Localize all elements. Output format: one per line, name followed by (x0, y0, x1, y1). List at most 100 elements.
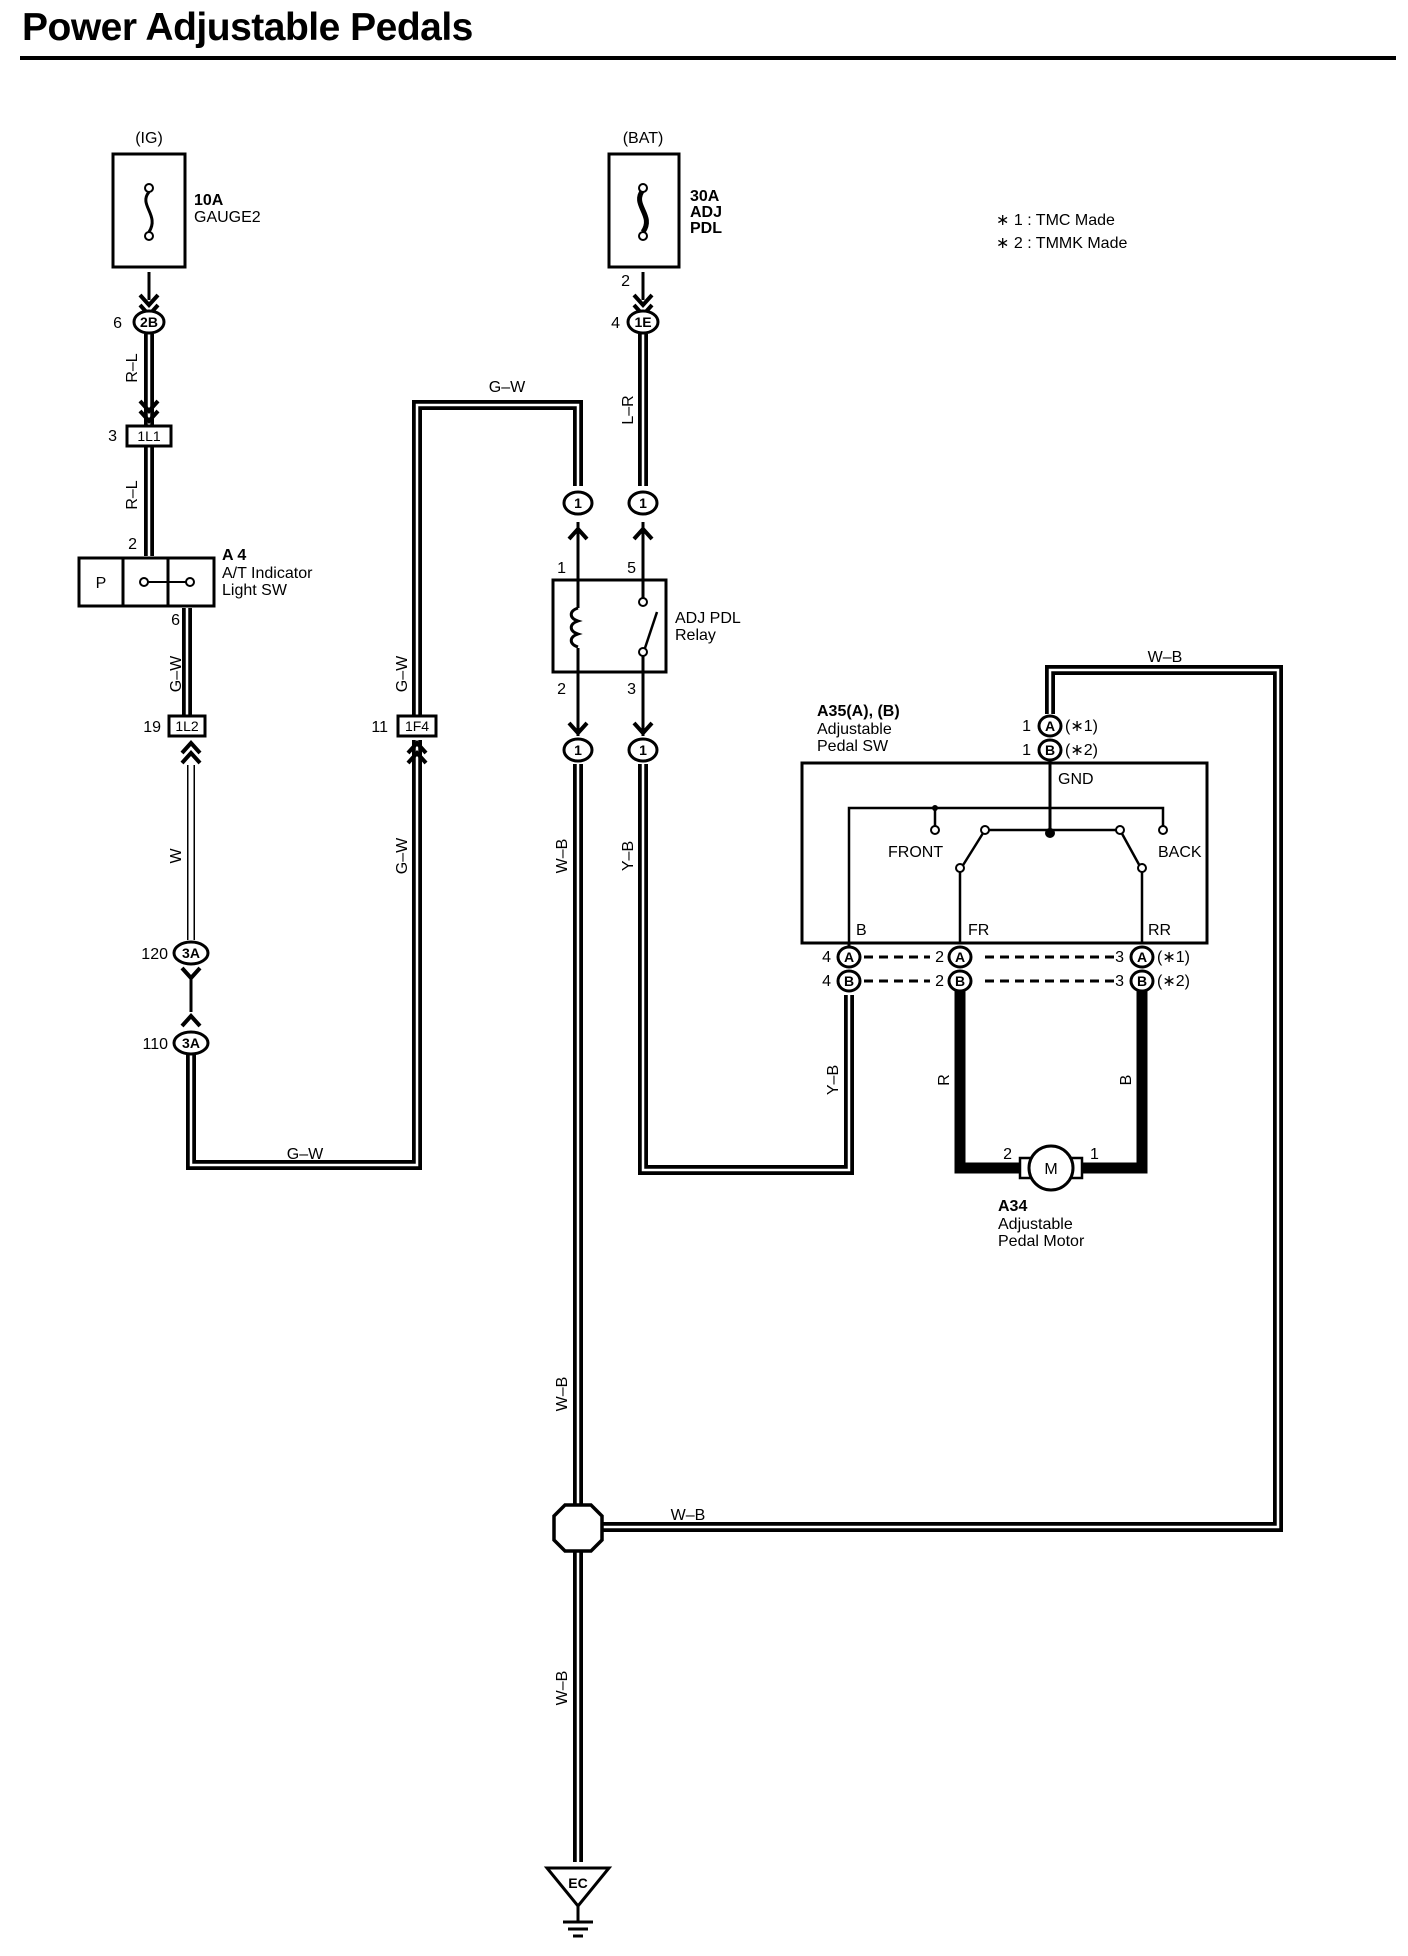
svg-text:110: 110 (142, 1036, 168, 1053)
svg-text:Y–B: Y–B (620, 841, 637, 871)
svg-text:A: A (844, 949, 854, 965)
svg-text:R–L: R–L (124, 480, 141, 509)
svg-text:2: 2 (557, 681, 566, 698)
svg-text:3: 3 (1115, 949, 1124, 966)
ground-ec-symbol: EC (543, 1866, 613, 1938)
svg-text:B: B (844, 973, 854, 989)
connector-1L1: 1L1 3 (108, 399, 173, 448)
title-rule (20, 56, 1396, 60)
svg-text:EC: EC (568, 1875, 587, 1891)
svg-text:3: 3 (1115, 973, 1124, 990)
connector-1E: 1E 4 2 (611, 273, 660, 335)
svg-text:P: P (96, 575, 107, 592)
svg-text:Pedal SW: Pedal SW (817, 738, 889, 755)
svg-text:G–W: G–W (489, 379, 526, 396)
svg-text:B: B (856, 922, 867, 939)
svg-text:2: 2 (128, 536, 137, 553)
svg-text:GND: GND (1058, 771, 1094, 788)
a35-adjustable-pedal-switch: A35(A), (B) Adjustable Pedal SW 1 A (∗1)… (800, 703, 1209, 993)
svg-text:6: 6 (171, 612, 180, 629)
connector-relay-in-left: 1 (562, 490, 594, 541)
svg-text:A/T Indicator: A/T Indicator (222, 565, 313, 582)
svg-text:1: 1 (1022, 742, 1031, 759)
svg-text:Light SW: Light SW (222, 582, 288, 599)
svg-text:5: 5 (627, 560, 636, 577)
svg-text:G–W: G–W (394, 655, 411, 692)
svg-text:A35(A), (B): A35(A), (B) (817, 703, 900, 720)
svg-text:1: 1 (639, 495, 647, 511)
connector-3A-110: 3A 110 (142, 978, 210, 1056)
svg-text:6: 6 (113, 315, 122, 332)
wire-gw-loop (186, 740, 422, 1170)
svg-text:(∗1): (∗1) (1157, 949, 1190, 966)
wire-r (954, 990, 1028, 1174)
svg-text:(BAT): (BAT) (623, 130, 664, 147)
svg-text:B: B (1137, 973, 1147, 989)
wire-gw-top (412, 400, 583, 722)
svg-text:Y–B: Y–B (825, 1065, 842, 1095)
svg-text:G–W: G–W (287, 1146, 324, 1163)
connector-relay-out-left: 1 (562, 721, 594, 763)
svg-text:W–B: W–B (1148, 649, 1183, 666)
svg-text:4: 4 (822, 973, 831, 990)
svg-text:(∗1): (∗1) (1065, 718, 1098, 735)
svg-text:ADJ: ADJ (690, 204, 722, 221)
svg-text:G–W: G–W (394, 837, 411, 874)
svg-text:Relay: Relay (675, 627, 716, 644)
svg-text:3A: 3A (182, 945, 200, 961)
svg-text:1: 1 (557, 560, 566, 577)
svg-text:W: W (168, 848, 185, 864)
svg-text:11: 11 (371, 719, 388, 736)
connector-1F4: 1F4 11 (371, 714, 438, 765)
svg-text:2B: 2B (140, 314, 158, 330)
svg-text:30A: 30A (690, 188, 720, 205)
svg-text:B: B (1118, 1075, 1135, 1086)
svg-text:L–R: L–R (620, 395, 637, 424)
page-title: Power Adjustable Pedals (22, 6, 473, 49)
connector-2B: 2B 6 (113, 293, 166, 335)
svg-text:2: 2 (935, 949, 944, 966)
svg-text:FRONT: FRONT (888, 844, 943, 861)
svg-text:A: A (1137, 949, 1147, 965)
svg-text:A: A (955, 949, 965, 965)
connector-relay-in-right: 1 (627, 490, 659, 541)
svg-text:R: R (936, 1074, 953, 1086)
svg-text:BACK: BACK (1158, 844, 1202, 861)
connector-relay-out-right: 1 (627, 721, 659, 763)
svg-text:2: 2 (1003, 1146, 1012, 1163)
svg-text:(IG): (IG) (135, 130, 163, 147)
dashed-bridges (864, 955, 1115, 983)
svg-text:∗ 2 : TMMK Made: ∗ 2 : TMMK Made (996, 235, 1127, 252)
svg-text:B: B (955, 973, 965, 989)
svg-text:G–W: G–W (168, 655, 185, 692)
svg-text:A34: A34 (998, 1198, 1027, 1215)
svg-text:1E: 1E (634, 314, 651, 330)
svg-text:1: 1 (574, 495, 582, 511)
svg-text:Pedal Motor: Pedal Motor (998, 1233, 1085, 1250)
wire-labels: R–L R–L G–W W G–W G–W G–W G–W L–R W–B W–… (124, 353, 1182, 1705)
svg-text:(∗2): (∗2) (1065, 742, 1098, 759)
ground-junction (552, 1503, 604, 1553)
svg-text:PDL: PDL (690, 220, 722, 237)
svg-text:3A: 3A (182, 1035, 200, 1051)
connector-1L2: 1L2 19 (143, 714, 207, 765)
svg-text:GAUGE2: GAUGE2 (194, 209, 261, 226)
wires (144, 272, 1283, 1862)
svg-text:M: M (1044, 1161, 1057, 1178)
svg-text:(∗2): (∗2) (1157, 973, 1190, 990)
svg-text:1: 1 (1022, 718, 1031, 735)
fuse-ig: (IG) 10A GAUGE2 (111, 130, 261, 269)
svg-text:1L2: 1L2 (175, 718, 199, 734)
svg-text:4: 4 (611, 315, 620, 332)
svg-text:A 4: A 4 (222, 547, 246, 564)
svg-text:RR: RR (1148, 922, 1171, 939)
svg-text:W–B: W–B (554, 839, 571, 874)
svg-text:1: 1 (574, 742, 582, 758)
svg-text:ADJ PDL: ADJ PDL (675, 610, 741, 627)
svg-text:2: 2 (621, 273, 630, 290)
fuse-bat: (BAT) 30A ADJ PDL (607, 130, 722, 269)
svg-text:R–L: R–L (124, 353, 141, 382)
a34-adjustable-pedal-motor: M 2 1 A34 Adjustable Pedal Motor (998, 1144, 1099, 1250)
svg-text:3: 3 (627, 681, 636, 698)
svg-text:B: B (1045, 742, 1055, 758)
